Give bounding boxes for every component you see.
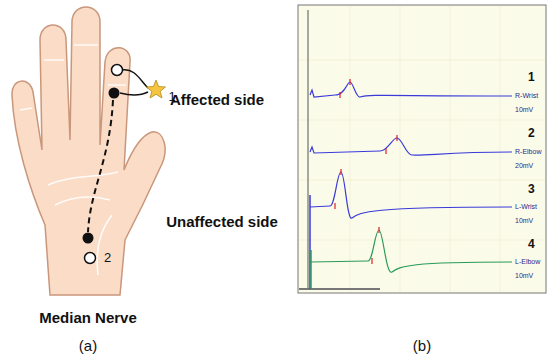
trace-scale: 10mV bbox=[515, 106, 533, 114]
emg-trace bbox=[310, 172, 512, 218]
latency-marker bbox=[335, 79, 397, 264]
trace-number: 2 bbox=[528, 127, 535, 140]
panel-letter: (b) bbox=[413, 338, 431, 355]
emg-trace bbox=[310, 138, 512, 155]
callout-number: 2 bbox=[104, 251, 111, 265]
axis bbox=[308, 10, 309, 290]
side-label: Affected side bbox=[170, 92, 264, 109]
panel-letter: (a) bbox=[79, 338, 97, 355]
recording-electrode bbox=[109, 88, 120, 99]
trace-site: R-Wrist bbox=[515, 92, 538, 100]
emg-trace bbox=[310, 230, 512, 272]
electrode-wire bbox=[122, 70, 148, 88]
trace-scale: 10mV bbox=[515, 272, 533, 280]
stimulus-artifact bbox=[309, 195, 311, 289]
recording-electrode bbox=[112, 65, 123, 76]
nerve-label: Median Nerve bbox=[39, 310, 137, 327]
trace-site: L-Elbow bbox=[515, 258, 540, 266]
trace-number: 3 bbox=[528, 183, 535, 196]
stimulation-electrode bbox=[85, 253, 96, 264]
trace-number: 1 bbox=[528, 71, 535, 84]
stimulus-artifact bbox=[310, 250, 312, 289]
stimulus-star bbox=[147, 80, 166, 98]
trace-scale: 20mV bbox=[515, 162, 533, 170]
trace-site: L-Wrist bbox=[515, 203, 537, 211]
side-label: Unaffected side bbox=[166, 214, 278, 231]
trace-number: 4 bbox=[528, 238, 535, 251]
stimulation-electrode bbox=[83, 233, 94, 244]
emg-trace bbox=[310, 82, 512, 97]
median-nerve bbox=[88, 100, 113, 232]
hand-outline bbox=[12, 7, 165, 295]
electrode-wire bbox=[120, 92, 148, 95]
emg-panel bbox=[298, 5, 546, 293]
palm-creases bbox=[20, 45, 126, 275]
trace-site: R-Elbow bbox=[515, 148, 541, 156]
grid bbox=[299, 6, 545, 292]
trace-scale: 10mV bbox=[515, 217, 533, 225]
